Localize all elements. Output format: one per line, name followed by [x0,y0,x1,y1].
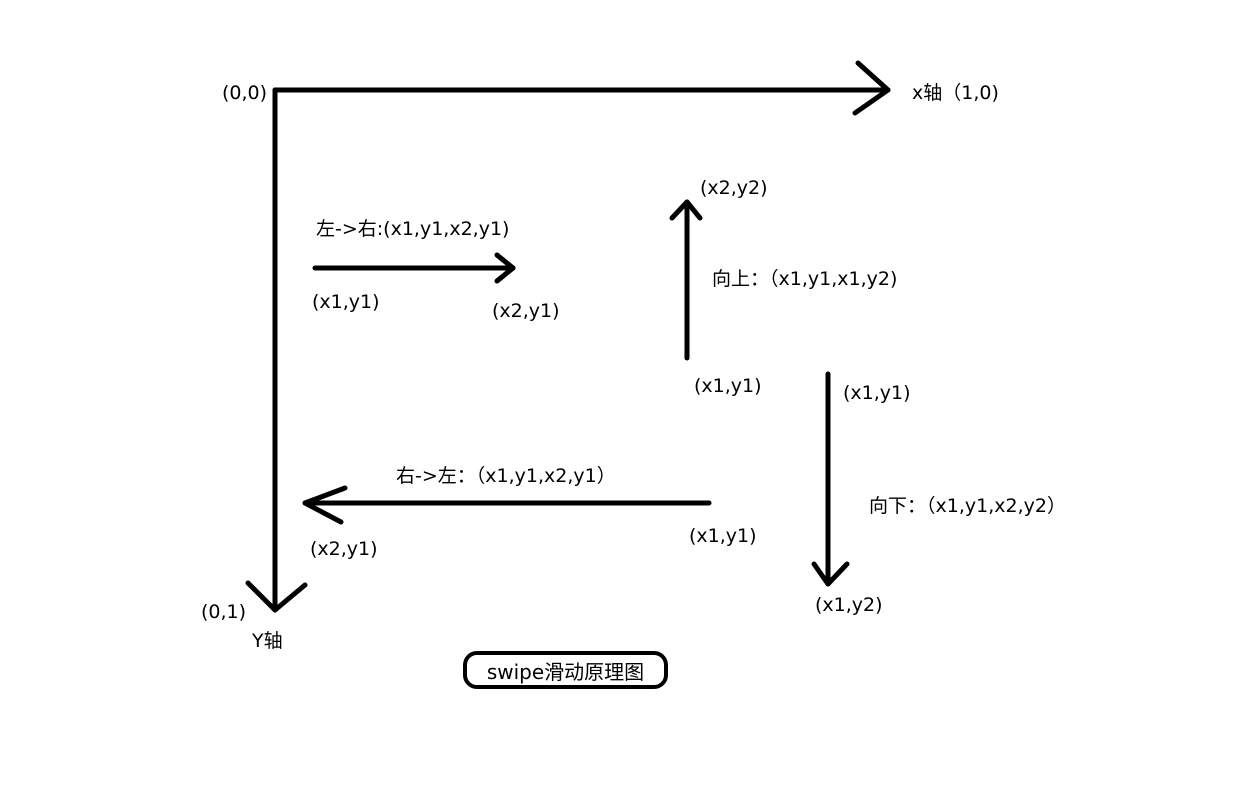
x-axis-label: x轴（1,0) [912,82,999,104]
diagram-title-box: swipe滑动原理图 [463,651,668,689]
swipe-left-to-right-arrowhead [494,252,516,284]
diagram-title: swipe滑动原理图 [486,659,645,684]
swipe-left-to-right-end-label: (x2,y1) [492,300,560,322]
swipe-right-to-left-caption: 右->左：（x1,y1,x2,y1） [396,465,616,487]
swipe-right-to-left-arrowhead [302,485,348,525]
swipe-right-to-left-start-label: (x1,y1) [689,525,757,547]
swipe-down-end-label: (x1,y2) [815,594,883,616]
y-axis-end-label: (0,1) [201,601,247,623]
y-axis-arrowhead [245,580,308,613]
swipe-down-caption: 向下：（x1,y1,x2,y2） [869,495,1066,517]
x-axis-arrowhead [852,60,891,116]
swipe-left-to-right-caption: 左->右:(x1,y1,x2,y1) [316,218,510,240]
swipe-up-end-label: (x2,y2) [700,177,768,199]
swipe-left-to-right-start-label: (x1,y1) [312,291,380,313]
swipe-up-caption: 向上：（x1,y1,x1,y2) [712,268,898,290]
swipe-down-arrowhead [811,561,850,587]
swipe-up-start-label: (x1,y1) [694,375,762,397]
swipe-right-to-left-end-label: (x2,y1) [310,538,378,560]
origin-label: (0,0) [222,82,268,104]
swipe-up-arrowhead [669,199,703,221]
y-axis-label: Y轴 [252,630,283,652]
swipe-down-start-label: (x1,y1) [843,382,911,404]
